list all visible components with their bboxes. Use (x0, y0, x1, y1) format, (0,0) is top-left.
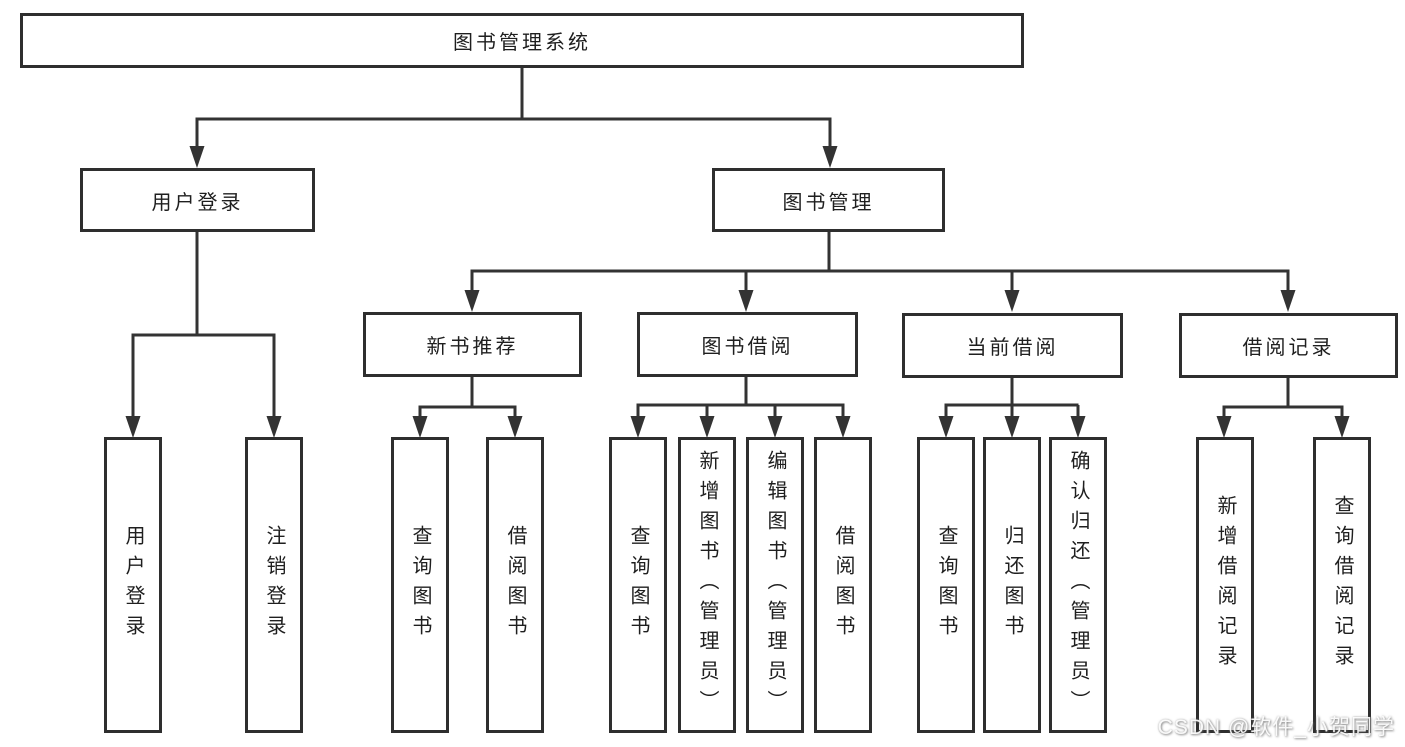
connector-group-1 (125, 232, 282, 438)
arrowhead-icon (1334, 416, 1350, 438)
leaf-query-borrow-record-label: 查询借阅记录 (1331, 495, 1353, 675)
leaf-query-books-borrow-label: 查询图书 (627, 525, 649, 645)
arrowhead-icon (699, 416, 715, 438)
leaf-query-books-current: 查询图书 (917, 437, 975, 733)
node-new-book-recommend-label: 新书推荐 (426, 336, 519, 358)
arrowhead-icon (822, 146, 838, 168)
node-root-label: 图书管理系统 (453, 32, 591, 54)
connector-group-5 (938, 378, 1086, 438)
leaf-edit-book-admin-label: 编辑图书（管理员） (764, 450, 786, 720)
node-current-borrow: 当前借阅 (902, 313, 1123, 378)
leaf-add-book-admin-label: 新增图书（管理员） (696, 450, 718, 720)
arrowhead-icon (738, 290, 754, 312)
node-book-borrow-label: 图书借阅 (701, 336, 794, 358)
node-new-book-recommend: 新书推荐 (363, 312, 582, 377)
leaf-add-borrow-record-label: 新增借阅记录 (1214, 495, 1236, 675)
connector-group-0 (189, 68, 838, 168)
arrowhead-icon (835, 416, 851, 438)
node-root: 图书管理系统 (20, 13, 1024, 68)
leaf-query-books-current-label: 查询图书 (935, 525, 957, 645)
node-borrow-records-label: 借阅记录 (1242, 337, 1335, 359)
arrowhead-icon (938, 416, 954, 438)
arrowhead-icon (1280, 290, 1296, 312)
arrowhead-icon (266, 416, 282, 438)
connector-group-6 (1216, 377, 1350, 438)
leaf-borrow-books-recommend-label: 借阅图书 (504, 525, 526, 645)
leaf-confirm-return-admin-label: 确认归还（管理员） (1067, 450, 1089, 720)
arrowhead-icon (1004, 416, 1020, 438)
arrowhead-icon (1004, 290, 1020, 312)
node-user-login-label: 用户登录 (151, 191, 244, 214)
leaf-add-borrow-record: 新增借阅记录 (1196, 437, 1254, 733)
node-book-management-label: 图书管理 (782, 191, 875, 214)
node-user-login: 用户登录 (80, 168, 315, 232)
arrowhead-icon (507, 416, 523, 438)
node-book-management: 图书管理 (712, 168, 945, 232)
leaf-return-book-label: 归还图书 (1001, 525, 1023, 645)
arrowhead-icon (464, 290, 480, 312)
node-borrow-records: 借阅记录 (1179, 313, 1398, 378)
arrowhead-icon (630, 416, 646, 438)
leaf-edit-book-admin: 编辑图书（管理员） (746, 437, 804, 733)
leaf-borrow-books-borrow-label: 借阅图书 (832, 525, 854, 645)
leaf-user-login-label: 用户登录 (122, 525, 144, 645)
arrowhead-icon (412, 416, 428, 438)
connector-group-2 (464, 232, 1296, 312)
arrowhead-icon (767, 416, 783, 438)
leaf-return-book: 归还图书 (983, 437, 1041, 733)
leaf-query-borrow-record: 查询借阅记录 (1313, 437, 1371, 733)
arrowhead-icon (189, 146, 205, 168)
leaf-logout-label: 注销登录 (263, 525, 285, 645)
node-current-borrow-label: 当前借阅 (966, 337, 1059, 359)
node-book-borrow: 图书借阅 (637, 312, 858, 377)
leaf-borrow-books-borrow: 借阅图书 (814, 437, 872, 733)
leaf-query-books-recommend: 查询图书 (391, 437, 449, 733)
leaf-query-books-borrow: 查询图书 (609, 437, 667, 733)
leaf-borrow-books-recommend: 借阅图书 (486, 437, 544, 733)
connector-group-3 (412, 377, 523, 438)
connector-group-4 (630, 377, 851, 438)
arrowhead-icon (125, 416, 141, 438)
csdn-watermark: CSDN @软件_小贺同学 (1157, 716, 1395, 739)
leaf-add-book-admin: 新增图书（管理员） (678, 437, 736, 733)
leaf-user-login: 用户登录 (104, 437, 162, 733)
arrowhead-icon (1070, 416, 1086, 438)
leaf-query-books-recommend-label: 查询图书 (409, 525, 431, 645)
leaf-confirm-return-admin: 确认归还（管理员） (1049, 437, 1107, 733)
leaf-logout: 注销登录 (245, 437, 303, 733)
arrowhead-icon (1216, 416, 1232, 438)
